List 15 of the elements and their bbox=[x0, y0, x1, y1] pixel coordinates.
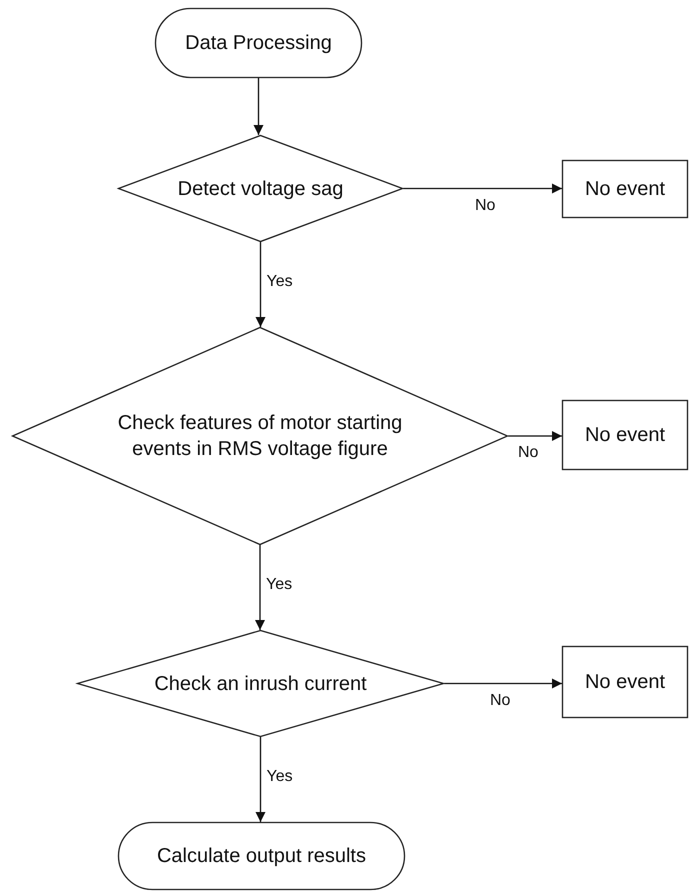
arrow bbox=[255, 545, 265, 630]
arrow bbox=[254, 78, 264, 135]
node-text: No event bbox=[584, 423, 666, 448]
node-text: No event bbox=[584, 670, 666, 695]
node-text: Data Processing bbox=[185, 31, 332, 56]
arrow bbox=[444, 678, 562, 688]
arrow bbox=[403, 184, 562, 194]
arrow bbox=[256, 737, 266, 822]
node-text: Detect voltage sag bbox=[178, 176, 344, 202]
node-text: Calculate output results bbox=[156, 844, 366, 869]
node-text: Check an inrush current bbox=[154, 672, 367, 696]
arrow bbox=[508, 431, 562, 441]
node-text: Check features of motor starting events in RMS voltage figure bbox=[116, 411, 404, 462]
node-text: No event bbox=[584, 177, 666, 202]
arrow bbox=[256, 242, 266, 327]
